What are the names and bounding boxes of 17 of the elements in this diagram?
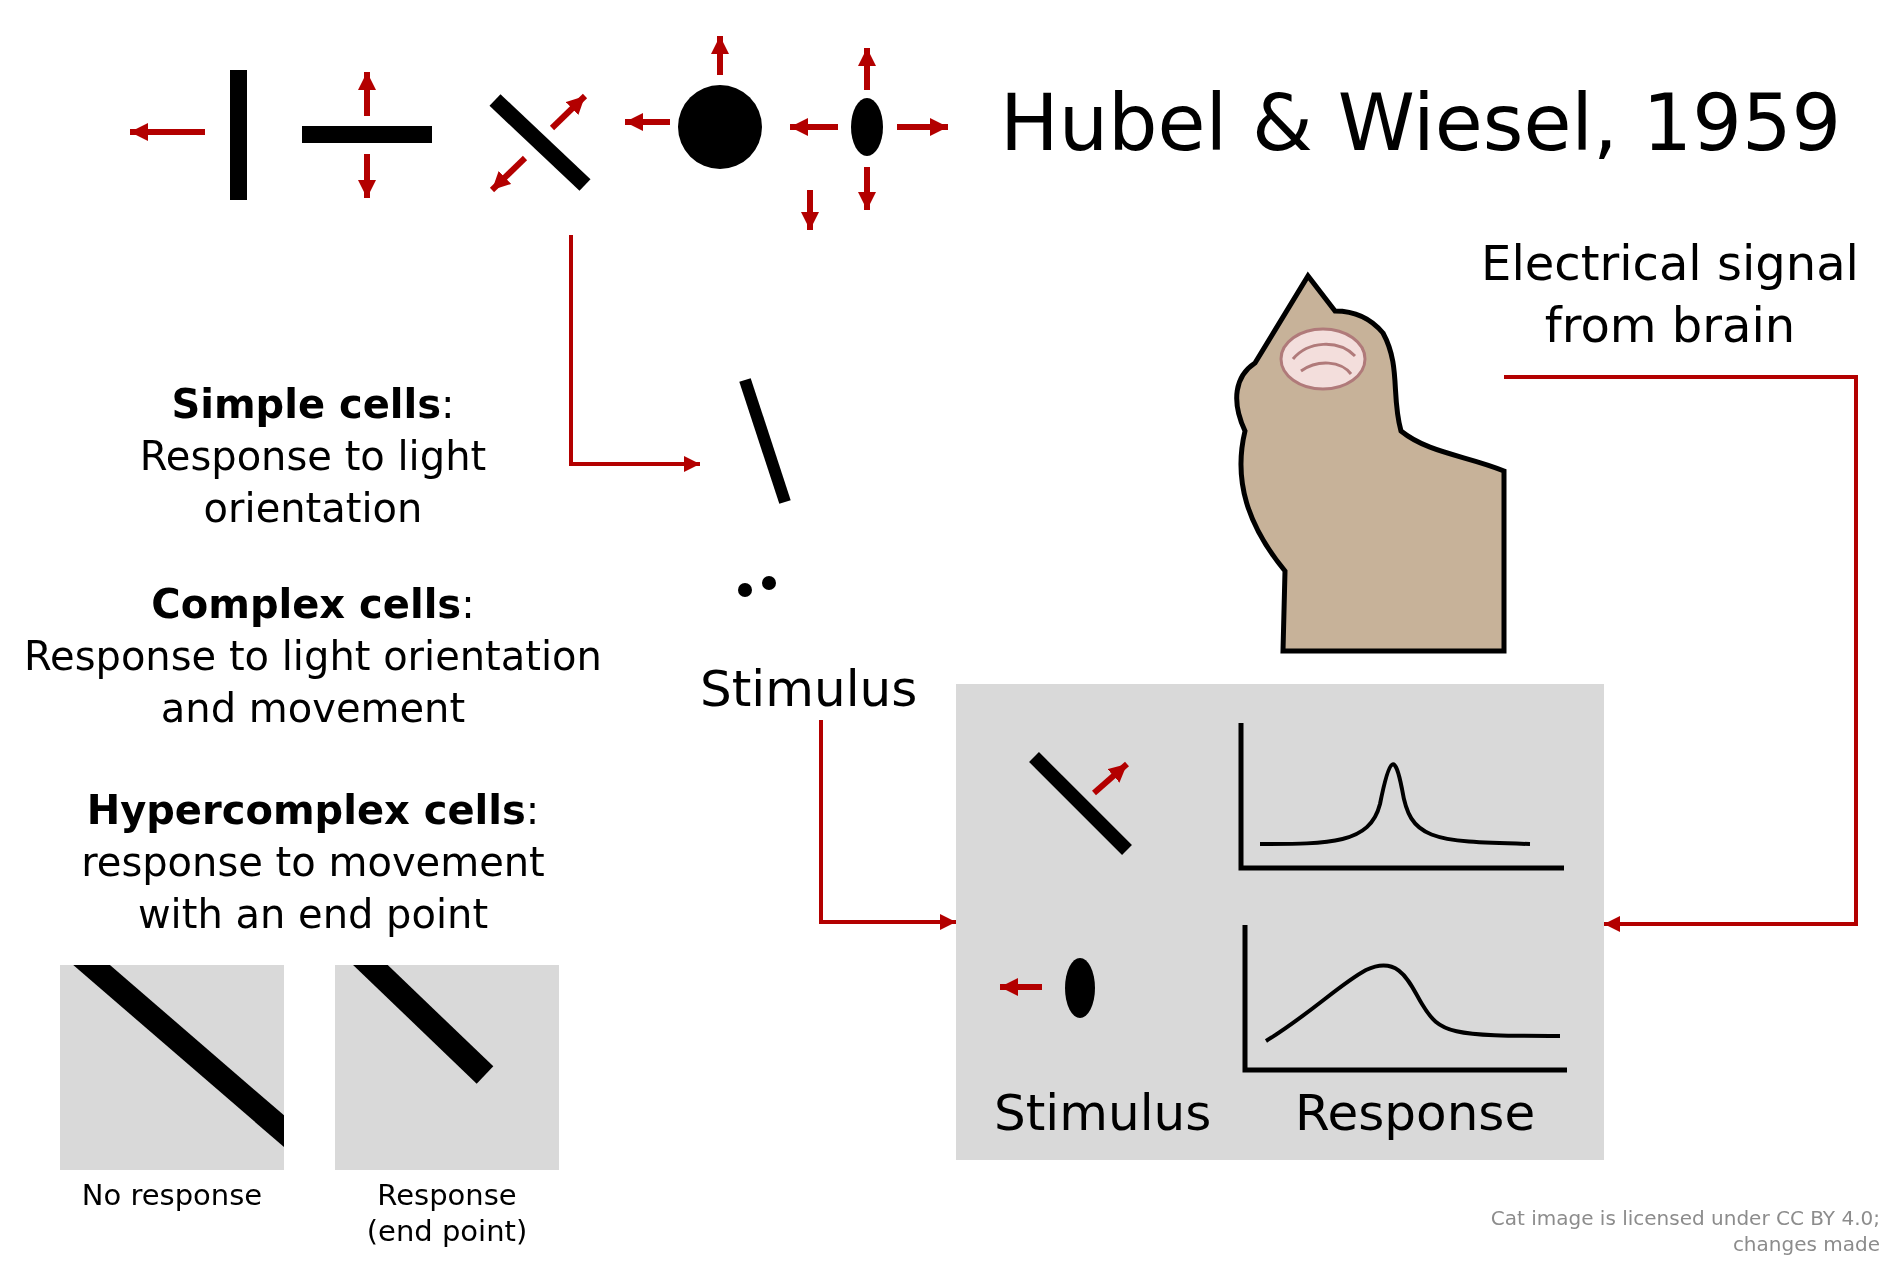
stimulus-label: Stimulus	[700, 660, 918, 718]
arrow	[569, 235, 700, 472]
cell-type-heading: Hypercomplex cells:	[85, 786, 541, 835]
response-label: Response	[1295, 1084, 1536, 1142]
arrow	[819, 720, 956, 930]
cell-description: response to movement with an end point	[80, 838, 546, 939]
picture-caption: Response (end point)	[365, 1177, 529, 1249]
credit-note: Cat image is licensed under CC BY 4.0; changes made	[1489, 1205, 1880, 1257]
arrow	[1504, 375, 1858, 932]
stimulus-label: Stimulus	[994, 1084, 1212, 1142]
cell-type-heading: Simple cells:	[170, 380, 456, 429]
picture-caption: No response	[80, 1177, 264, 1213]
cell-description: Response to light orientation and movement	[23, 632, 603, 733]
cell-type-heading: Complex cells:	[150, 580, 476, 629]
title: Hubel & Wiesel, 1959	[1000, 78, 1842, 168]
response-panel	[956, 684, 1604, 1160]
cell-description: Response to light orientation	[138, 432, 488, 533]
